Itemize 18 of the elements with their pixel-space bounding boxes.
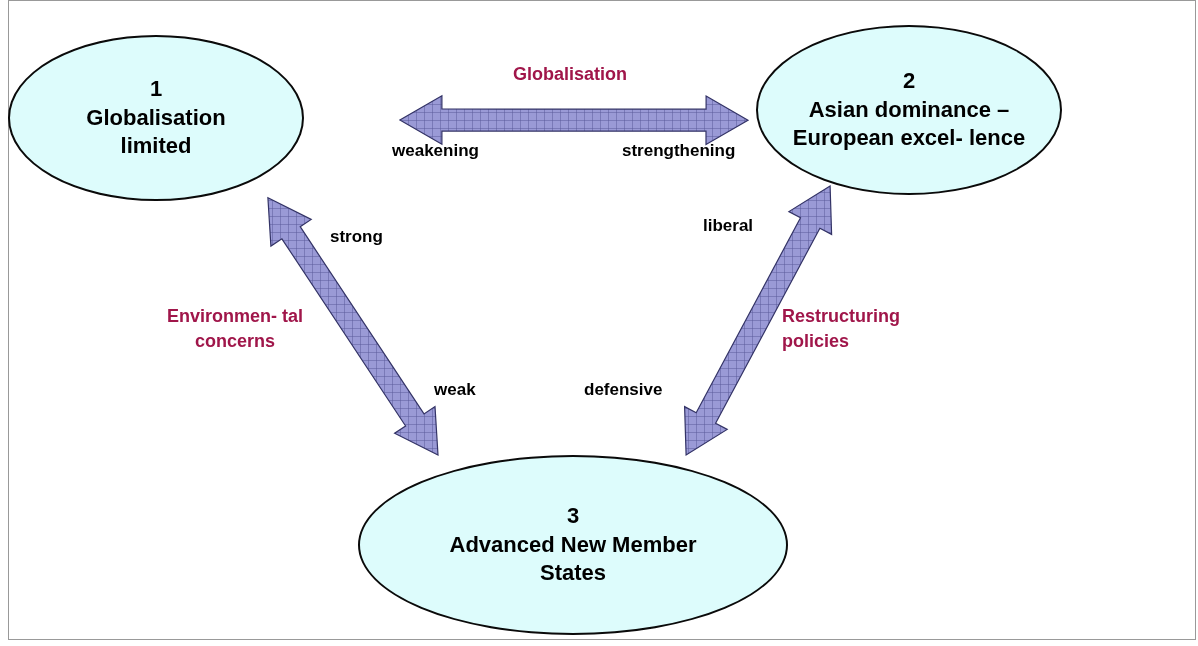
double-arrow <box>267 196 439 456</box>
scenario-number: 3 <box>566 502 580 531</box>
double-arrow <box>398 94 750 146</box>
direction-label: liberal <box>703 215 754 237</box>
edge-label: Globalisation <box>512 63 628 86</box>
scenario-number: 2 <box>902 67 916 96</box>
edge-label: Restructuring policies <box>782 305 901 354</box>
scenario-title: Globalisation limited <box>85 103 227 161</box>
scenario-number: 1 <box>149 75 163 104</box>
edge-label: Environmen- tal concerns <box>166 305 304 354</box>
scenario-title: Advanced New Member States <box>448 530 698 588</box>
direction-label: strengthening <box>622 140 736 162</box>
direction-label: strong <box>330 226 383 248</box>
direction-label: weak <box>434 379 476 401</box>
direction-label: weakening <box>392 140 479 162</box>
scenario-title: Asian dominance – European excel- lence <box>791 95 1027 153</box>
direction-label: defensive <box>584 379 663 401</box>
double-arrow <box>683 184 833 457</box>
